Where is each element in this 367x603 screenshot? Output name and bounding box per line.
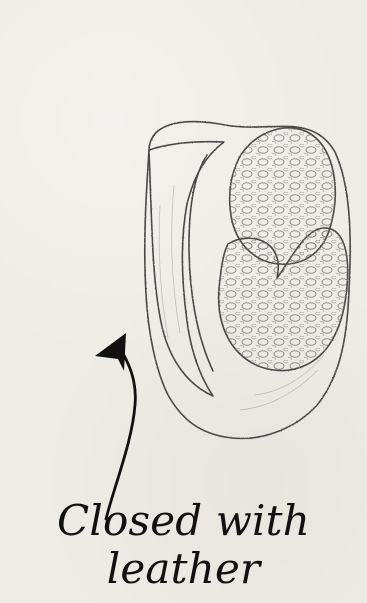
mesh-fills xyxy=(219,128,348,371)
arrow-head xyxy=(95,333,126,371)
arrow xyxy=(95,333,135,519)
caption-line-2: leather xyxy=(0,548,367,590)
caption-line-1: Closed with xyxy=(0,500,367,542)
arrow-shaft xyxy=(106,352,135,519)
